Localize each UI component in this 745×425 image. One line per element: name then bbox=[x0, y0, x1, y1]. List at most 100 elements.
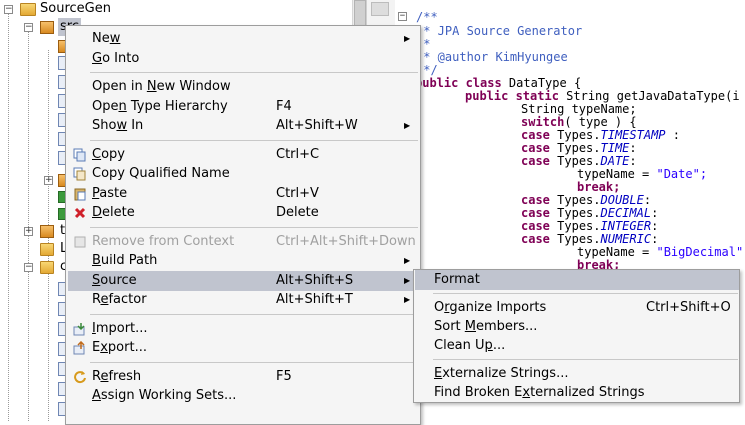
menu-item-open-in-new-window[interactable]: Open in New Window bbox=[68, 77, 418, 97]
menu-item-label: Copy bbox=[92, 146, 125, 162]
submenu-item-externalize-strings[interactable]: Externalize Strings... bbox=[415, 364, 739, 384]
code-line-case: case Types.NUMERIC: bbox=[521, 232, 659, 246]
menu-item-import[interactable]: Import... bbox=[68, 319, 418, 339]
menu-item-shortcut: Alt+Shift+W bbox=[276, 118, 358, 133]
keyword: case bbox=[521, 193, 550, 207]
menu-item-label: Clean Up... bbox=[434, 338, 506, 353]
types-prefix: Types. bbox=[557, 154, 601, 168]
menu-separator bbox=[90, 313, 418, 315]
keyword: case bbox=[521, 128, 550, 142]
code-line-case: case Types.TIMESTAMP : bbox=[521, 128, 680, 142]
menu-item-shortcut: Alt+Shift+S bbox=[276, 272, 354, 288]
menu-separator bbox=[433, 359, 738, 360]
types-prefix: Types. bbox=[557, 232, 601, 246]
tree-item-label: SourceGen bbox=[40, 1, 111, 16]
types-prefix: Types. bbox=[557, 128, 601, 142]
code-line-switch: switch( type ) { bbox=[521, 116, 637, 129]
menu-item-copy-qualified-name[interactable]: Copy Qualified Name bbox=[68, 164, 418, 184]
project-folder-icon bbox=[20, 3, 36, 16]
menu-separator bbox=[90, 226, 418, 228]
types-prefix: Types. bbox=[557, 141, 601, 155]
submenu-item-format[interactable]: Format bbox=[415, 270, 739, 290]
code-line-assign: typeName = "Date"; bbox=[577, 168, 707, 181]
menu-item-label: Sort Members... bbox=[434, 319, 538, 334]
submenu-arrow-icon: ▶ bbox=[404, 34, 411, 43]
code-line-method: public static String getJavaDataType(i bbox=[465, 90, 740, 103]
menu-item-label: Externalize Strings... bbox=[434, 366, 569, 381]
source-folder-icon bbox=[40, 225, 54, 238]
method-signature: String getJavaDataType(i bbox=[558, 89, 740, 103]
code-line-case: case Types.DATE: bbox=[521, 154, 637, 168]
assign-target: typeName = bbox=[577, 167, 657, 181]
menu-item-label: Delete bbox=[92, 205, 135, 220]
code-line: * JPA Source Generator bbox=[416, 24, 583, 38]
collapse-toggle-icon[interactable]: − bbox=[4, 4, 13, 14]
submenu-item-sort-members[interactable]: Sort Members... bbox=[415, 317, 739, 337]
keyword: switch bbox=[521, 115, 565, 129]
submenu-arrow-icon: ▶ bbox=[404, 275, 411, 285]
case-constant: INTEGER bbox=[600, 219, 652, 233]
menu-item-go-into[interactable]: Go Into bbox=[68, 49, 418, 69]
menu-item-shortcut: Ctrl+Shift+O bbox=[646, 300, 731, 315]
menu-item-label: Refresh bbox=[92, 368, 142, 384]
keyword: case bbox=[521, 206, 550, 220]
submenu-arrow-icon: ▶ bbox=[404, 121, 411, 130]
menu-separator bbox=[90, 361, 418, 363]
submenu-arrow-icon: ▶ bbox=[404, 256, 411, 265]
menu-item-label: Build Path bbox=[92, 253, 158, 268]
menu-item-label: Export... bbox=[92, 340, 147, 355]
collapse-toggle-icon[interactable]: − bbox=[24, 262, 33, 272]
keyword: case bbox=[521, 141, 550, 155]
collapse-toggle-icon[interactable]: − bbox=[24, 22, 33, 32]
menu-item-label: Open in New Window bbox=[92, 79, 231, 94]
keyword: case bbox=[521, 219, 550, 233]
menu-item-label: Assign Working Sets... bbox=[92, 388, 237, 403]
code-line: * bbox=[416, 37, 431, 51]
menu-separator bbox=[90, 72, 418, 73]
menu-item-export[interactable]: Export... bbox=[68, 338, 418, 358]
menu-item-build-path[interactable]: Build Path ▶ bbox=[68, 251, 418, 271]
tree-item-package[interactable] bbox=[0, 38, 66, 56]
menu-item-label: Go Into bbox=[92, 50, 140, 66]
tree-item-label: c bbox=[60, 259, 68, 274]
copy-qualified-icon bbox=[73, 167, 87, 181]
code-line-assign: typeName = "BigDecimal"; bbox=[577, 246, 745, 259]
class-name: DataType { bbox=[501, 76, 582, 90]
fold-toggle-icon[interactable]: − bbox=[398, 11, 407, 21]
expand-toggle-icon[interactable]: + bbox=[44, 175, 53, 185]
menu-item-shortcut: Alt+Shift+T bbox=[276, 292, 353, 307]
menu-item-assign-working-sets[interactable]: Assign Working Sets... bbox=[68, 386, 418, 406]
folder-icon bbox=[40, 261, 54, 274]
expand-toggle-icon[interactable]: + bbox=[24, 226, 33, 236]
case-constant: TIMESTAMP bbox=[600, 128, 666, 142]
copy-icon bbox=[73, 148, 87, 162]
types-prefix: Types. bbox=[557, 219, 601, 233]
submenu-item-clean-up[interactable]: Clean Up... bbox=[415, 336, 739, 356]
menu-item-shortcut: F4 bbox=[276, 98, 292, 114]
paste-icon bbox=[73, 187, 87, 201]
view-toolbar-button[interactable] bbox=[371, 2, 389, 16]
menu-item-open-type-hierarchy[interactable]: Open Type Hierarchy F4 bbox=[68, 97, 418, 117]
menu-item-delete[interactable]: Delete Delete bbox=[68, 203, 418, 223]
submenu-arrow-icon: ▶ bbox=[404, 295, 411, 304]
submenu-item-find-broken-externalized-strings[interactable]: Find Broken Externalized Strings bbox=[415, 383, 739, 403]
menu-item-label: Open Type Hierarchy bbox=[92, 98, 228, 114]
menu-item-shortcut: Delete bbox=[276, 205, 319, 220]
case-constant: DATE bbox=[600, 154, 630, 168]
keyword: case bbox=[521, 154, 550, 168]
source-folder-icon bbox=[40, 21, 54, 34]
refresh-icon bbox=[73, 370, 87, 384]
menu-item-label: Paste bbox=[92, 185, 128, 201]
code-line-break: break; bbox=[577, 258, 621, 272]
menu-item-new[interactable]: New▶ bbox=[68, 29, 418, 49]
case-constant: DOUBLE bbox=[600, 193, 644, 207]
